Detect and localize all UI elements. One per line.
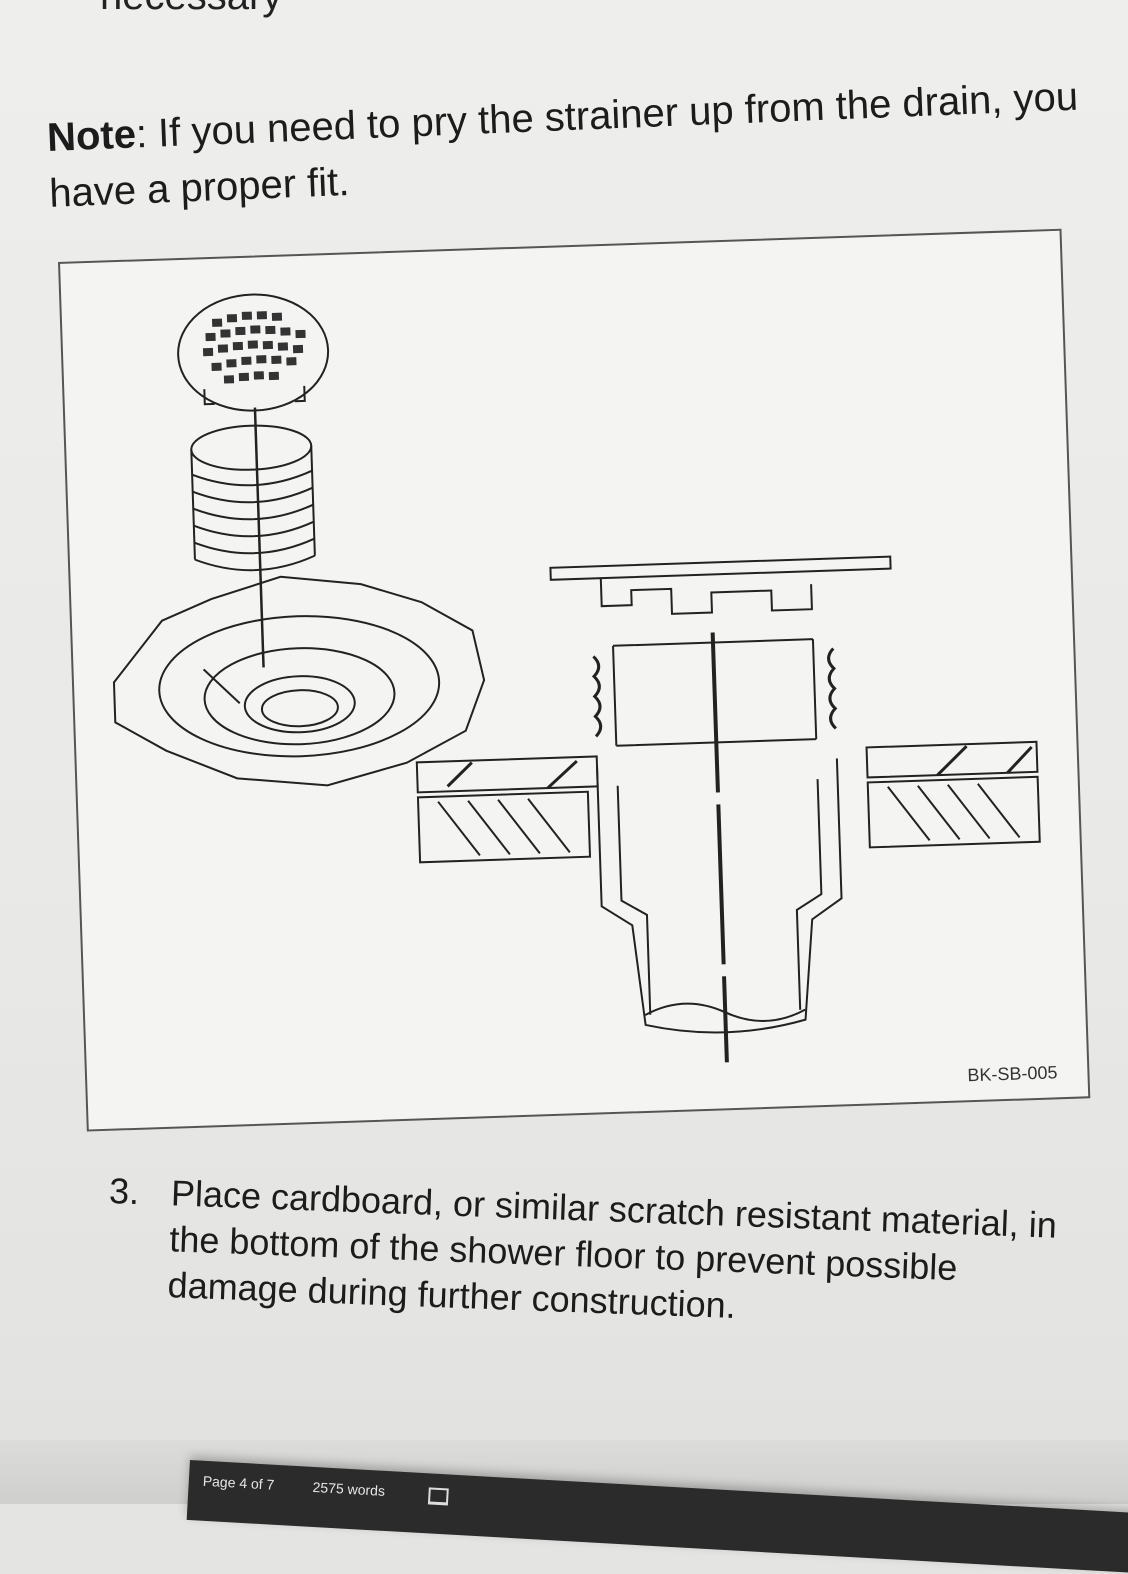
strainer-holes [202,311,306,384]
strainer-plate [177,293,330,412]
drain-diagram-drawing [112,293,1041,1063]
document-page: necessary Note: If you need to pry the s… [0,0,1128,1450]
drain-diagram-figure: BK-SB-005 [58,228,1091,1132]
note-label: Note [46,112,137,160]
center-axis [710,632,729,1063]
center-line [253,407,265,668]
drain-flange [112,575,486,787]
lid-section [549,555,892,581]
figure-id: BK-SB-005 [967,1062,1058,1086]
book-icon[interactable] [427,1487,449,1506]
strainer-tabs [203,385,306,406]
step-number: 3. [108,1169,140,1213]
word-count-indicator[interactable]: 2575 words [312,1478,386,1499]
note-text: : If you need to pry the strainer up fro… [48,74,1079,216]
note-paragraph: Note: If you need to pry the strainer up… [46,67,1110,221]
step-item: 3. Place cardboard, or similar scratch r… [108,1168,1089,1326]
step-text: Place cardboard, or similar scratch resi… [167,1172,1058,1327]
page-count-indicator[interactable]: Page 4 of 7 [202,1472,275,1493]
cut-off-line: necessary [100,0,282,19]
